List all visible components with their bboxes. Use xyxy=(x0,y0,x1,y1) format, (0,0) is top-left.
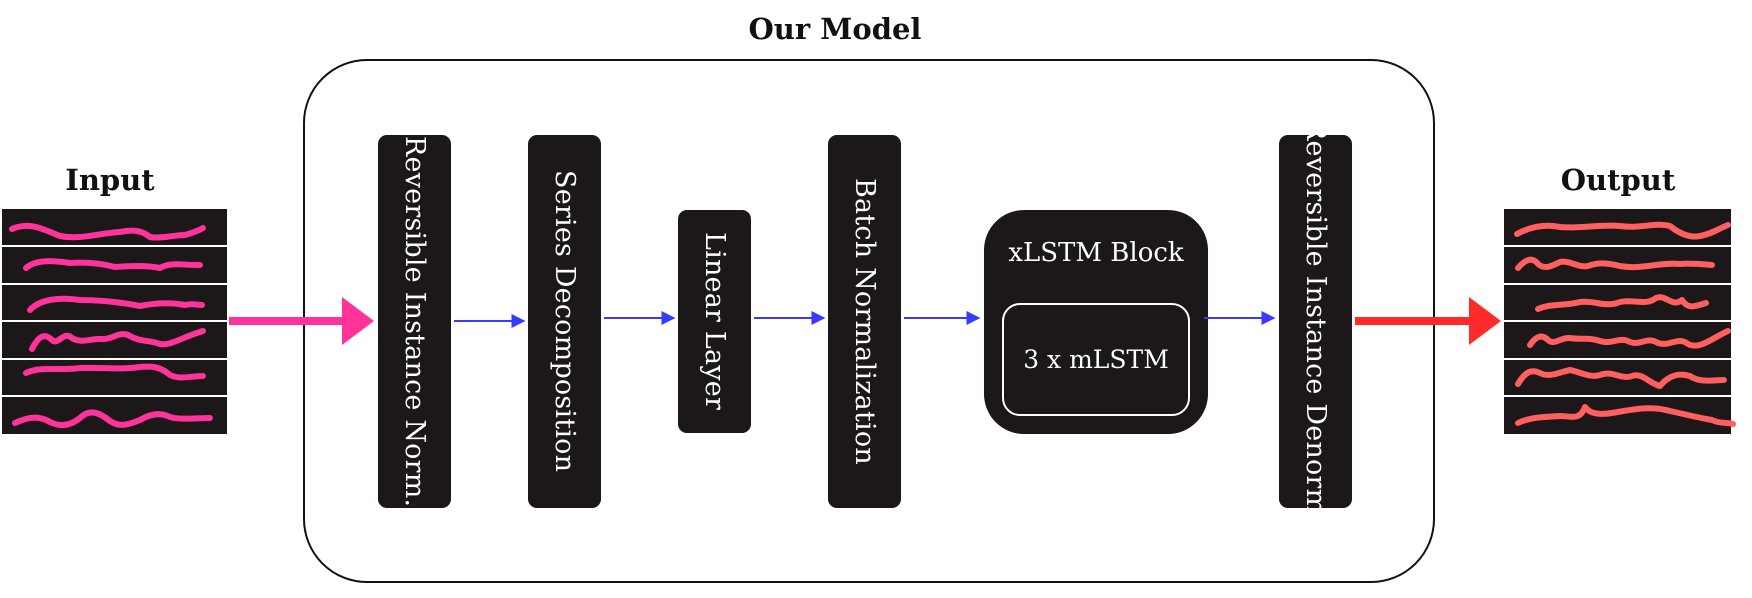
mlstm-stack: 3 x mLSTM xyxy=(1002,303,1190,416)
output-arrow xyxy=(1355,297,1501,345)
input-series-line-6 xyxy=(12,409,213,429)
reversible-instance-norm-label: Reversible Instance Norm. xyxy=(399,135,430,508)
output-series-line-4 xyxy=(1527,328,1731,349)
reversible-instance-norm-block: Reversible Instance Norm. xyxy=(378,135,451,508)
batch-normalization-block: Batch Normalization xyxy=(828,135,901,508)
linear-layer-block: Linear Layer xyxy=(678,210,751,433)
xlstm-block-title: xLSTM Block xyxy=(1008,238,1184,268)
series-decomposition-block: Series Decomposition xyxy=(528,135,601,508)
series-decomposition-label: Series Decomposition xyxy=(549,170,580,473)
output-series-line-6 xyxy=(1515,404,1736,427)
input-series-line-1 xyxy=(9,222,206,241)
input-title: Input xyxy=(65,163,155,197)
model-title: Our Model xyxy=(748,12,922,46)
input-series-panel xyxy=(2,209,227,434)
output-title: Output xyxy=(1560,163,1676,197)
xlstm-block: xLSTM Block 3 x mLSTM xyxy=(984,210,1208,434)
input-series-line-3 xyxy=(27,295,205,313)
reversible-instance-denorm-label: Reversible Instance Denorm. xyxy=(1300,119,1331,524)
output-series-dividers xyxy=(1504,245,1731,397)
output-series-line-1 xyxy=(1514,221,1731,240)
batch-normalization-label: Batch Normalization xyxy=(849,178,880,465)
input-series-line-2 xyxy=(23,258,203,271)
input-series-line-4 xyxy=(29,328,206,352)
reversible-instance-denorm-block: Reversible Instance Denorm. xyxy=(1279,120,1352,523)
output-series-panel xyxy=(1504,209,1736,434)
output-series-line-2 xyxy=(1515,256,1715,271)
input-series-line-5 xyxy=(23,363,206,381)
output-series-line-3 xyxy=(1535,294,1709,312)
linear-layer-label: Linear Layer xyxy=(699,232,730,411)
output-series-line-5 xyxy=(1515,367,1727,389)
input-series-dividers xyxy=(2,245,227,397)
mlstm-stack-label: 3 x mLSTM xyxy=(1023,345,1169,374)
input-arrow xyxy=(229,297,374,345)
